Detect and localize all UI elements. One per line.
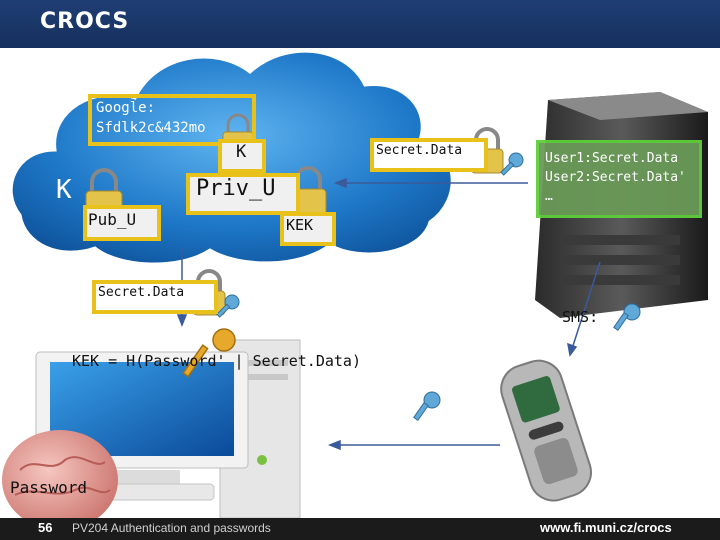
slide-number: 56 (38, 520, 53, 535)
kek-label: KEK (286, 216, 314, 234)
key-icon-phone (413, 391, 441, 421)
crocs-logo: CROCS (40, 9, 130, 34)
key-icon-gold (182, 328, 236, 378)
key-icon-server (500, 152, 524, 176)
server-secret-label: Secret.Data (376, 143, 463, 158)
server-db-text: User1:Secret.Data User2:Secret.Data' … (545, 149, 686, 206)
priv-u-box (186, 173, 300, 215)
client-secret-label: Secret.Data (98, 285, 185, 300)
password-label: Password (10, 478, 88, 497)
priv-u-label: Priv_U (196, 176, 276, 201)
google-label-line1: Google: (96, 100, 156, 116)
phone-icon (500, 359, 592, 502)
footer-url[interactable]: www.fi.muni.cz/crocs (540, 520, 672, 535)
server-db-line1: User1:Secret.Data (545, 151, 679, 166)
server-db-line3: … (545, 189, 553, 204)
course-title: PV204 Authentication and passwords (72, 521, 271, 535)
header-bar (0, 0, 720, 48)
google-credential-label: Google: Sfdlk2c&432mo (96, 98, 206, 138)
kek-box (280, 212, 336, 246)
sms-label: SMS: (562, 308, 599, 326)
key-icon-client (216, 294, 240, 318)
brain-icon (2, 430, 118, 530)
k-outer-label: K (56, 175, 72, 205)
kek-formula: KEK = H(Password' | Secret.Data) (72, 352, 361, 370)
server-db-box (536, 140, 702, 218)
server-db-line2: User2:Secret.Data' (545, 170, 686, 185)
client-secret-box (92, 280, 218, 314)
google-credential-box (88, 94, 256, 146)
k-inner-label: K (236, 142, 247, 162)
pub-u-box (83, 205, 161, 241)
computer-icon (35, 339, 301, 519)
server-secret-box (370, 138, 488, 172)
footer-bar (0, 518, 720, 540)
k-inner-box (218, 139, 266, 173)
pub-u-label: Pub_U (88, 210, 137, 229)
key-icon-sms (613, 303, 641, 331)
google-label-line2: Sfdlk2c&432mo (96, 120, 206, 136)
